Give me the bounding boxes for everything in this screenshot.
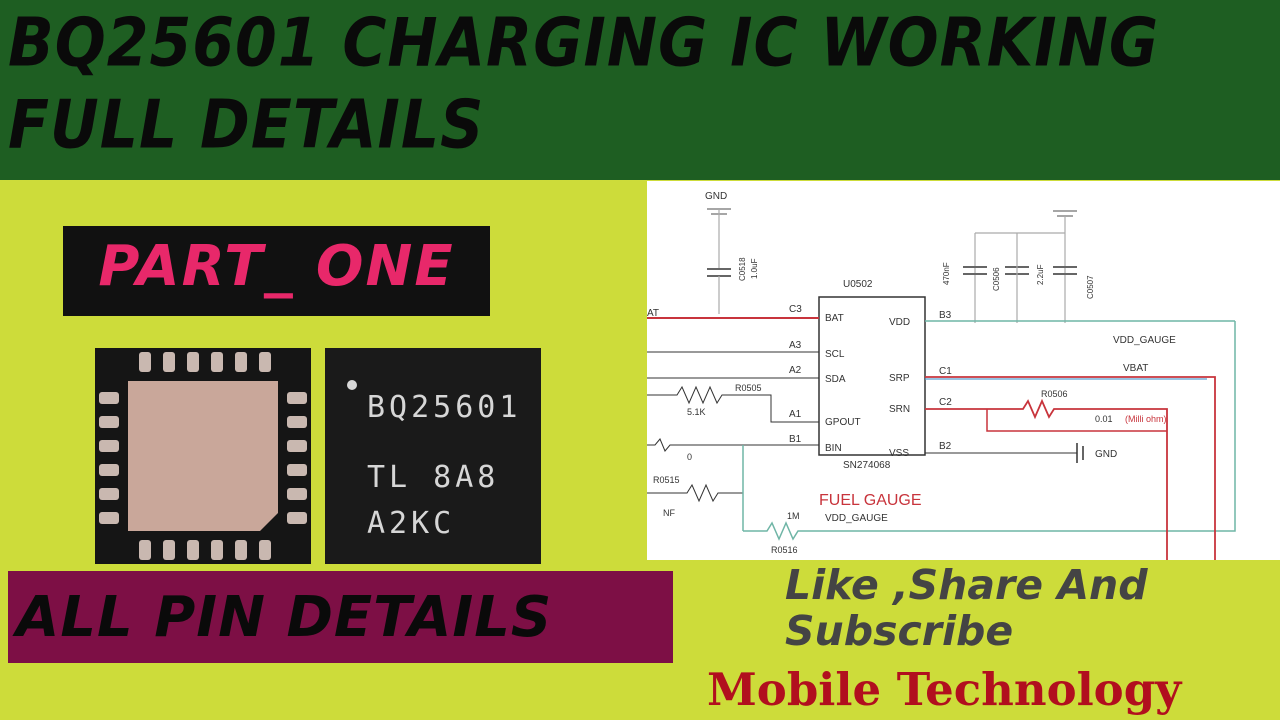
chip-pin	[99, 512, 119, 524]
pin-vss: VSS	[889, 448, 909, 459]
chip-top-photo: BQ25601 TL 8A8 A2KC	[325, 348, 541, 564]
chip-pin	[235, 540, 247, 560]
part-one-badge: PART_ ONE	[63, 226, 490, 316]
chip-marking-3: A2KC	[367, 506, 456, 541]
ball-c2: C2	[939, 397, 952, 408]
ic-ref: U0502	[843, 279, 873, 290]
chip-pin	[287, 440, 307, 452]
ball-b3: B3	[939, 310, 952, 321]
chip-pin	[287, 512, 307, 524]
chip-pin	[99, 416, 119, 428]
thermal-pad	[128, 381, 278, 531]
ic-body	[818, 296, 926, 456]
cta-line-2: Subscribe	[785, 607, 1014, 655]
all-pin-details-badge: ALL PIN DETAILS	[8, 571, 673, 663]
ball-a2: A2	[789, 365, 802, 376]
chip-pin	[211, 540, 223, 560]
net-gnd-top: GND	[705, 191, 727, 202]
pin-scl: SCL	[825, 349, 845, 360]
title-line-2: FULL DETAILS	[8, 86, 485, 165]
pin-gpout: GPOUT	[825, 417, 861, 428]
chip-pin	[211, 352, 223, 372]
c0506-ref: C0506	[992, 267, 1001, 291]
r0506-ref: R0506	[1041, 389, 1068, 399]
c0506-value: 2.2uF	[1036, 264, 1045, 285]
chip-pin	[235, 352, 247, 372]
pin-bin: BIN	[825, 443, 842, 454]
net-vbat: VBAT	[1123, 363, 1148, 374]
c0518-ref: C0518	[738, 257, 747, 281]
title-line-1: BQ25601 CHARGING IC WORKING	[8, 4, 1160, 83]
c0518-value: 1.0uF	[750, 258, 759, 279]
r0506-value: 0.01	[1095, 414, 1113, 424]
r0505-ref: R0505	[735, 383, 762, 393]
title-banner: BQ25601 CHARGING IC WORKING FULL DETAILS	[0, 0, 1280, 180]
chip-bottom-photo	[95, 348, 311, 564]
chip-pin	[259, 540, 271, 560]
chip-pin	[287, 488, 307, 500]
net-gnd-right: GND	[1095, 449, 1117, 460]
chip-pin	[187, 352, 199, 372]
chip-pin	[99, 488, 119, 500]
r0516-ref: R0516	[771, 545, 798, 555]
pin-bat: BAT	[825, 313, 844, 324]
ball-b1: B1	[789, 434, 802, 445]
left-edge-net: AT	[647, 308, 659, 319]
chip-pin	[287, 464, 307, 476]
part-one-label: PART_ ONE	[98, 234, 455, 299]
chip-pin	[99, 392, 119, 404]
pin-sda: SDA	[825, 374, 846, 385]
pin-vdd: VDD	[889, 317, 910, 328]
net-vdd-gauge: VDD_GAUGE	[1113, 335, 1176, 346]
call-to-action: Like ,Share And Subscribe	[785, 562, 1148, 654]
chip-pin	[163, 352, 175, 372]
fuel-gauge-title: FUEL GAUGE	[819, 492, 922, 509]
all-pin-details-label: ALL PIN DETAILS	[16, 585, 553, 650]
ball-a3: A3	[789, 340, 802, 351]
chip-pin	[287, 392, 307, 404]
ball-c3: C3	[789, 304, 802, 315]
ic-part: SN274068	[843, 460, 891, 471]
chip-pin	[139, 352, 151, 372]
pin-srn: SRN	[889, 404, 910, 415]
chip-marking-1: BQ25601	[367, 390, 522, 425]
chip-pin	[99, 440, 119, 452]
chip-marking-2: TL 8A8	[367, 460, 500, 495]
chip-pin	[187, 540, 199, 560]
cap-470-value: 470nF	[942, 262, 951, 285]
r0515-value: NF	[663, 508, 675, 518]
ball-a1: A1	[789, 409, 802, 420]
chip-pin	[139, 540, 151, 560]
pin-srp: SRP	[889, 373, 910, 384]
r0505-value: 5.1K	[687, 407, 706, 417]
chip-pin	[287, 416, 307, 428]
chip-pin	[163, 540, 175, 560]
r0515-ref: R0515	[653, 475, 680, 485]
c0507-ref: C0507	[1086, 275, 1095, 299]
fuel-gauge-schematic: GND C0518 1.0uF 470nF C0506 2.2uF C0507 …	[647, 181, 1280, 560]
pin1-dot	[347, 380, 357, 390]
r0516-value: 1M	[787, 511, 800, 521]
channel-name: Mobile Technology	[707, 663, 1182, 716]
net-vdd-gauge-bottom: VDD_GAUGE	[825, 513, 888, 524]
r-bin-value: 0	[687, 452, 692, 462]
ball-c1: C1	[939, 366, 952, 377]
cta-line-1: Like ,Share And	[785, 561, 1148, 609]
chip-pin	[259, 352, 271, 372]
r0506-note: (Milli ohm)	[1125, 414, 1167, 424]
chip-pin	[99, 464, 119, 476]
ball-b2: B2	[939, 441, 952, 452]
